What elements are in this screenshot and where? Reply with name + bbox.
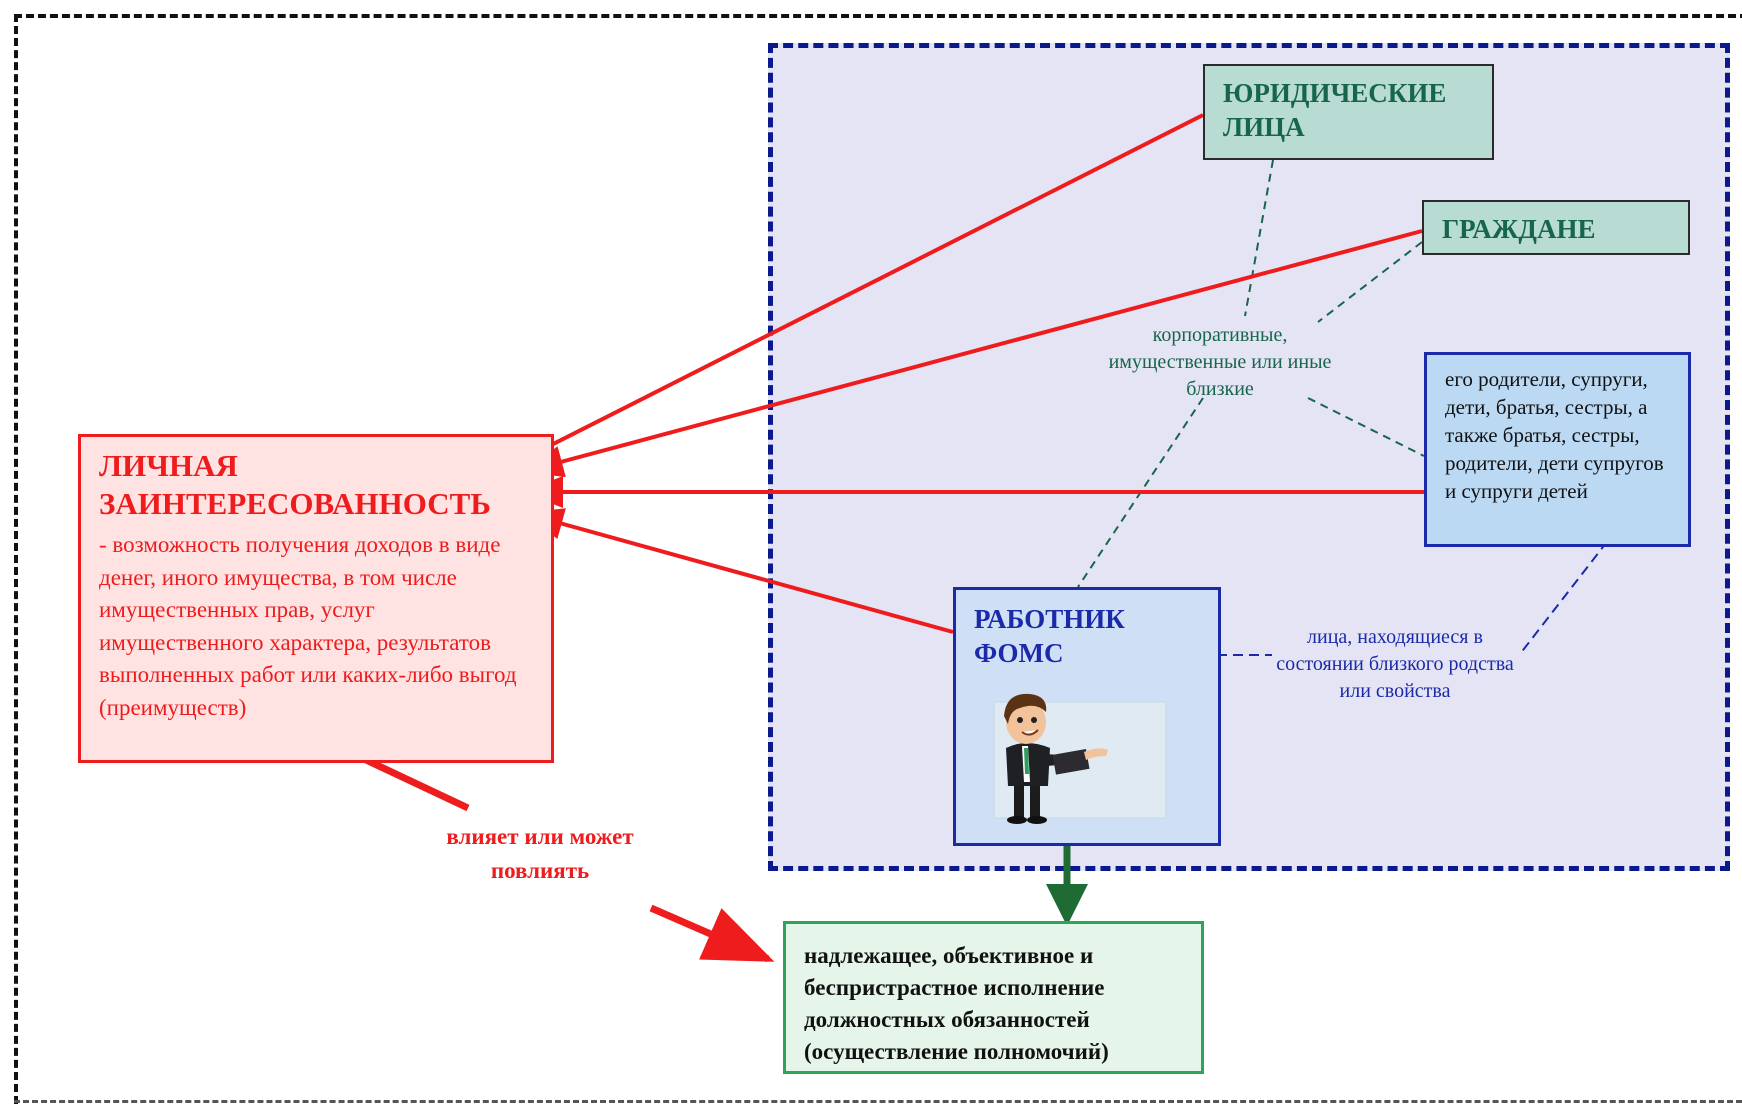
relatives-box: его родители, супруги, дети, братья, сес…	[1424, 352, 1691, 547]
kinship-label: лица, находящиеся в состоянии близкого р…	[1276, 626, 1514, 702]
arrow-citizens-to-interest	[523, 229, 1423, 478]
personal-interest-description: - возможность получения доходов в виде д…	[99, 532, 517, 720]
relation-citizens-line	[1317, 241, 1423, 323]
citizens-label: ГРАЖДАНЕ	[1442, 214, 1596, 244]
personal-interest-title: ЛИЧНАЯ ЗАИНТЕРЕСОВАННОСТЬ	[99, 448, 491, 521]
duties-result-box: надлежащее, объективное и беспристрастно…	[783, 921, 1204, 1074]
duties-result-text: надлежащее, объективное и беспристрастно…	[804, 943, 1109, 1064]
employee-label: РАБОТНИК ФОМС	[974, 604, 1125, 668]
kinship-relatives-line	[1519, 515, 1628, 655]
employee-box: РАБОТНИК ФОМС	[953, 587, 1221, 846]
businessman-icon	[993, 693, 1167, 824]
relatives-text: его родители, супруги, дети, братья, сес…	[1445, 367, 1664, 503]
influence-arrow-end	[649, 904, 775, 963]
bottom-border	[14, 1100, 1742, 1103]
arrow-legal-to-interest	[486, 113, 1204, 478]
legal-entities-box: ЮРИДИЧЕСКИЕ ЛИЦА	[1203, 64, 1494, 160]
outer-frame	[14, 14, 1742, 1104]
close-relations-label: корпоративные, имущественные или иные бл…	[1108, 324, 1332, 400]
arrow-employee-to-interest	[523, 508, 954, 634]
influence-label: влияет или может повлиять	[446, 824, 634, 883]
relation-legal-line	[1244, 159, 1274, 317]
citizens-box: ГРАЖДАНЕ	[1422, 200, 1690, 255]
relation-relatives-line	[1307, 397, 1425, 457]
personal-interest-box: ЛИЧНАЯ ЗАИНТЕРЕСОВАННОСТЬ - возможность …	[78, 434, 554, 763]
legal-entities-label: ЮРИДИЧЕСКИЕ ЛИЦА	[1223, 78, 1447, 142]
